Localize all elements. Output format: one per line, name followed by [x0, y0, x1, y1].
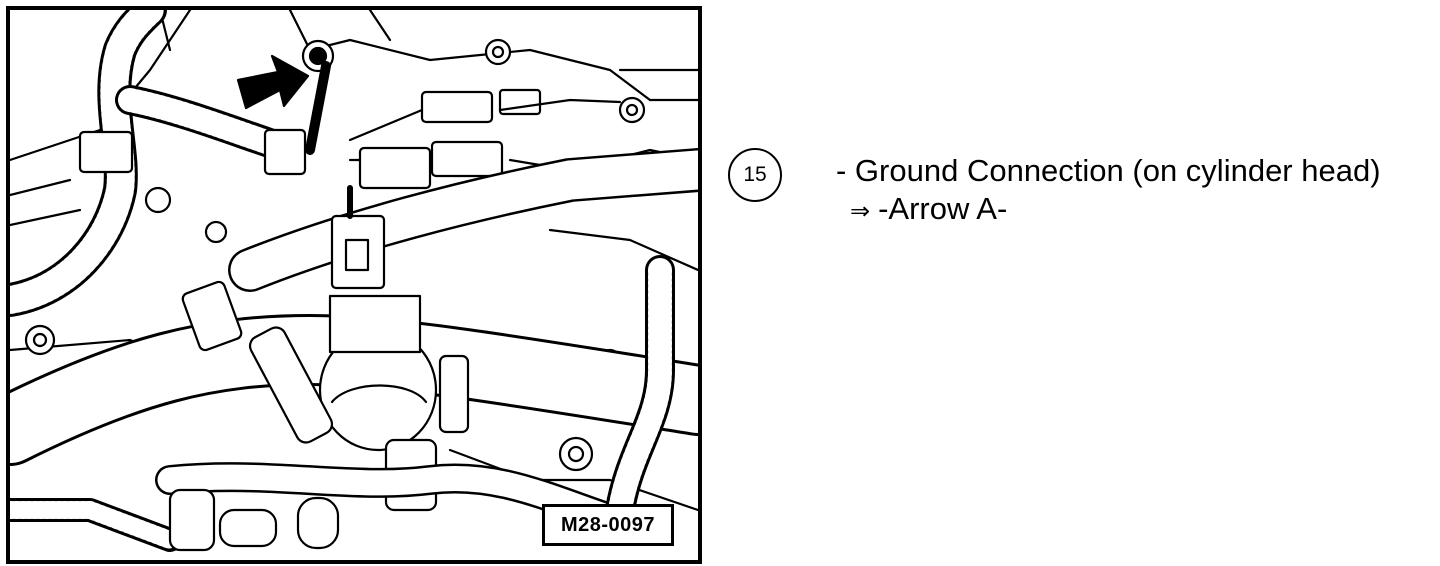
- background-edge: [548, 228, 698, 272]
- hose-clamp: [181, 280, 243, 352]
- background-edge: [448, 448, 698, 512]
- electrical-connector: [498, 88, 542, 116]
- hose-clamp: [438, 354, 470, 434]
- bolt: [618, 96, 646, 124]
- sensor-plug: [168, 488, 216, 552]
- wire: [348, 108, 424, 162]
- thermostat-neck: [328, 294, 422, 354]
- cylinder-head-edge: [618, 68, 698, 102]
- hose-clamp: [248, 326, 334, 444]
- cylinder-head-edge: [288, 10, 652, 102]
- wire: [498, 98, 622, 112]
- bolt: [204, 220, 228, 244]
- bolt-center: [625, 103, 639, 117]
- harness-clip: [263, 128, 307, 176]
- engine-line-drawing: M28-0097: [6, 6, 702, 564]
- sensor-plug: [296, 496, 340, 550]
- electrical-connector: [358, 146, 432, 190]
- sensor-connector-latch: [344, 238, 370, 272]
- radiator-hose-fill: [10, 317, 698, 463]
- harness-clip: [78, 130, 134, 174]
- bolt-center: [491, 45, 505, 59]
- figure-reference-code: M28-0097: [542, 504, 674, 546]
- thermostat-housing-seam: [330, 384, 428, 404]
- description-line-1: - Ground Connection (on cylinder head): [836, 153, 1381, 188]
- background-edge: [158, 10, 392, 52]
- engine-block-edge: [10, 178, 82, 227]
- bolt-center: [32, 332, 48, 348]
- ground-strap: [305, 61, 331, 155]
- engine-illustration: [10, 10, 698, 552]
- arrow-a-indicator: [236, 54, 310, 110]
- bolt: [24, 324, 56, 356]
- wiring-conduit-right-ribs: [608, 258, 672, 522]
- electrical-connector: [430, 140, 504, 178]
- sensor-plug: [218, 508, 278, 548]
- electrical-connector: [420, 90, 494, 124]
- coolant-hose-fill: [230, 150, 698, 290]
- arrow-right-icon: ⇒: [850, 197, 871, 225]
- callout-description: - Ground Connection (on cylinder head) ⇒…: [836, 152, 1381, 230]
- arrow-a-reference: -Arrow A-: [878, 191, 1008, 226]
- ground-bolt-head: [308, 46, 328, 66]
- bolt: [558, 436, 594, 472]
- bolt: [144, 186, 172, 214]
- callout-number-circle: 15: [728, 148, 782, 202]
- lower-conduit-ribs: [10, 501, 179, 549]
- description-line-2: ⇒-Arrow A-: [836, 190, 1381, 230]
- bolt-center: [567, 445, 585, 463]
- bolt: [484, 38, 512, 66]
